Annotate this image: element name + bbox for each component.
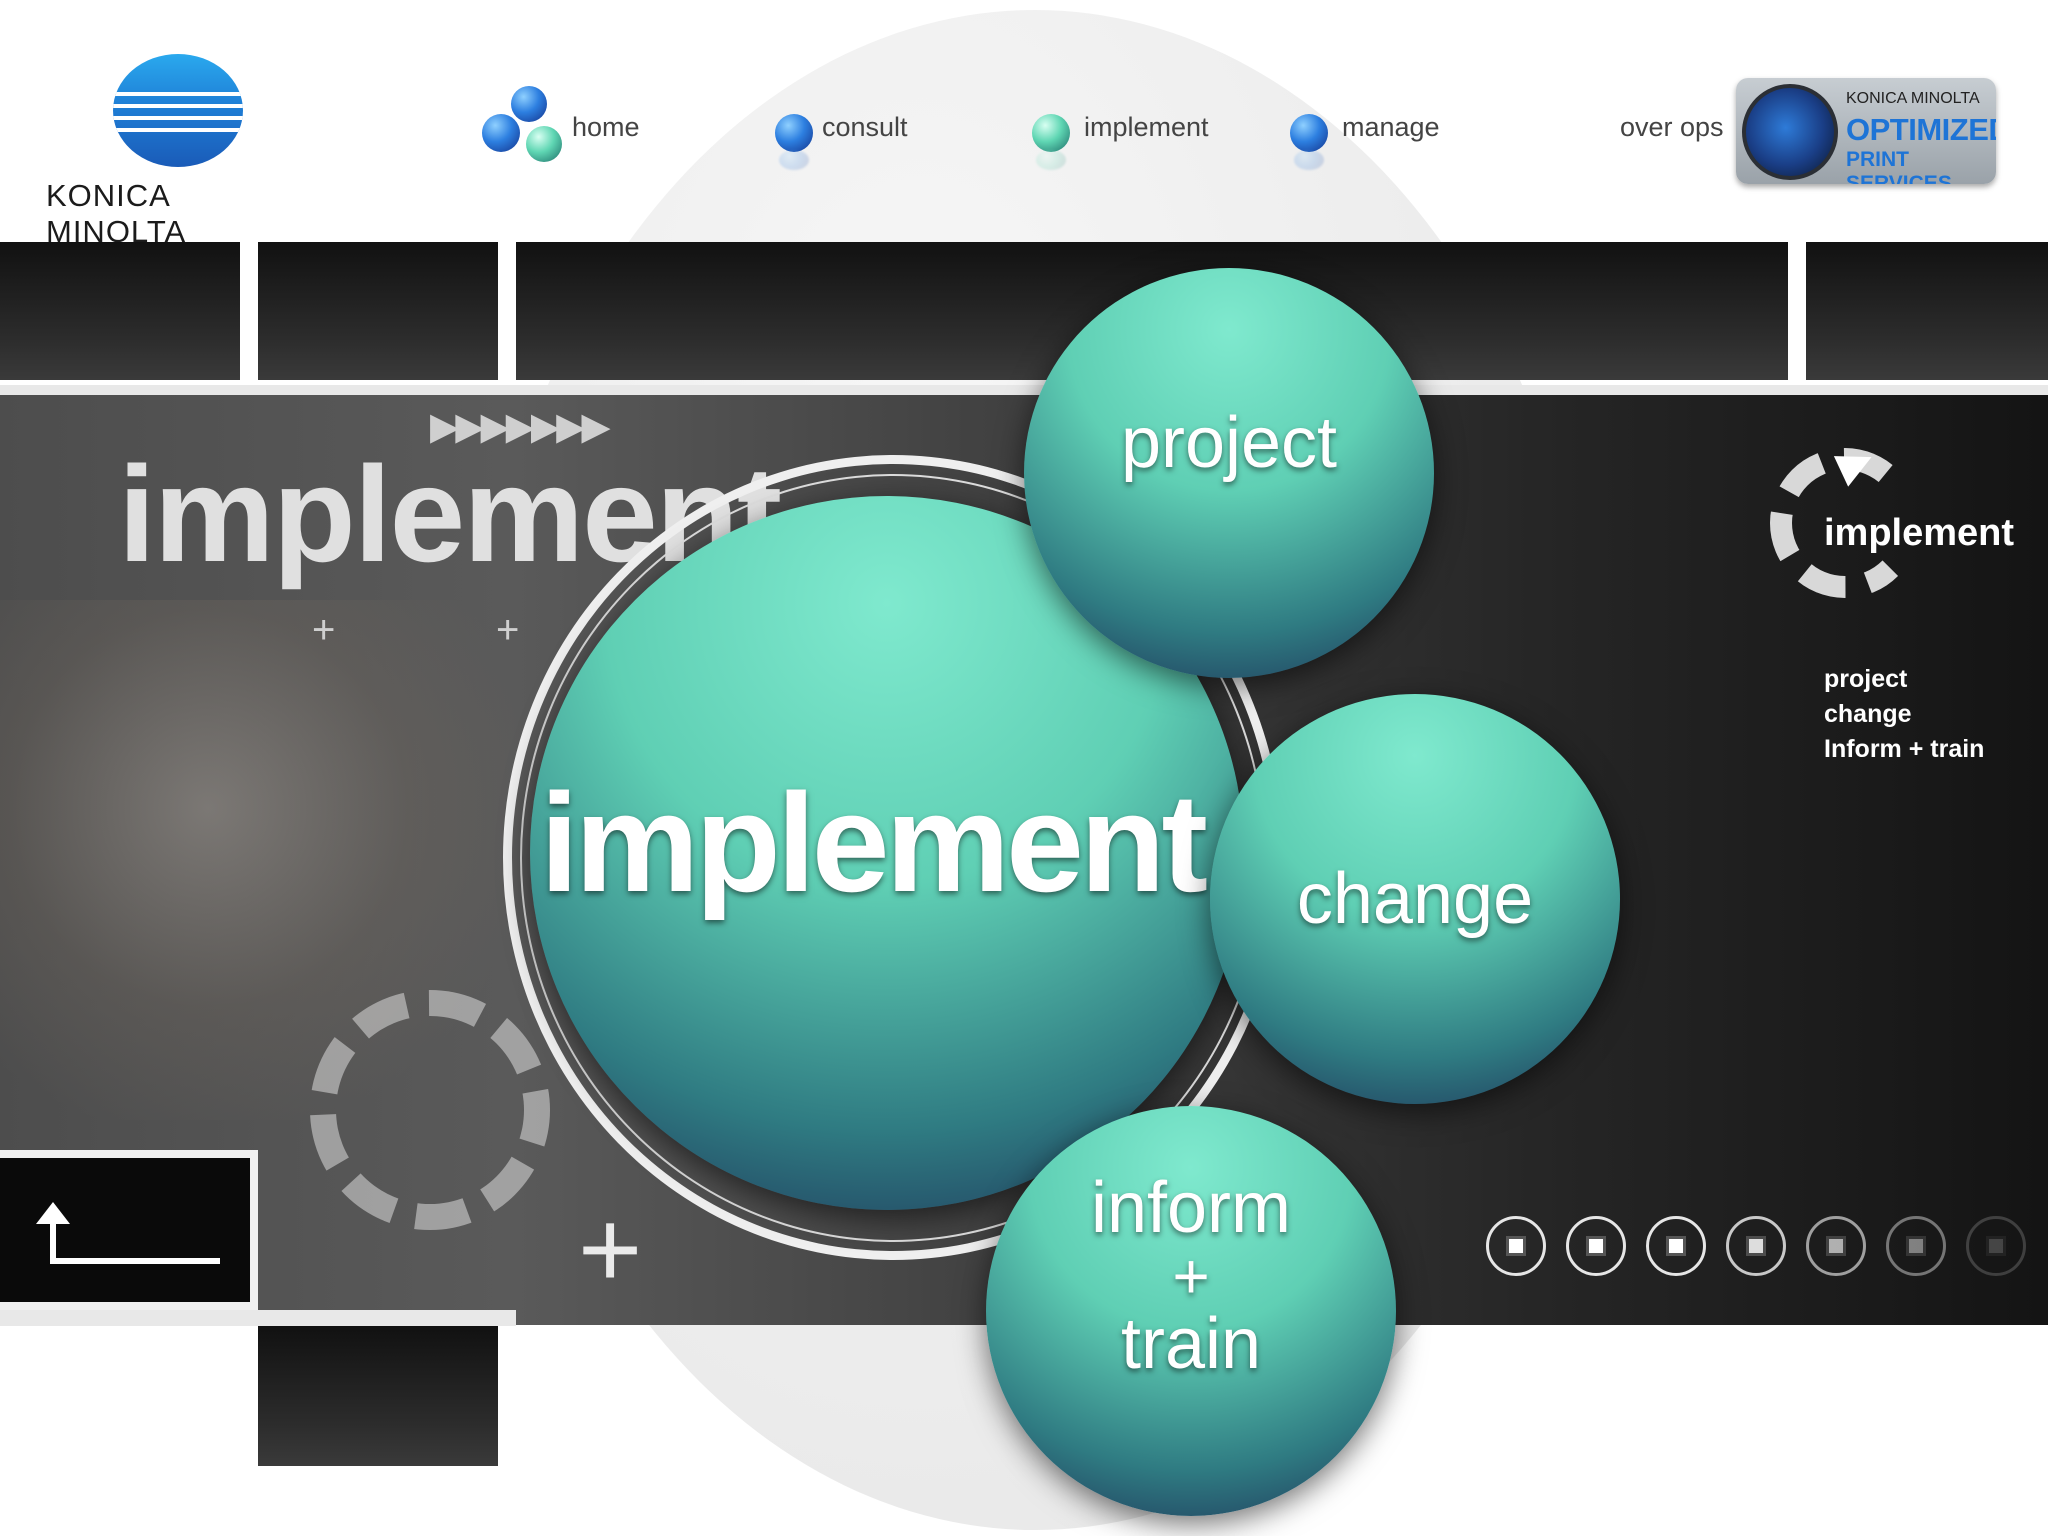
implement-sphere[interactable]: implement <box>530 496 1244 1210</box>
konica-minolta-logo-icon[interactable] <box>113 54 243 167</box>
page-icon[interactable] <box>1566 1216 1626 1276</box>
change-sphere-label: change <box>1296 859 1534 939</box>
top-panel-4 <box>1806 242 2048 380</box>
plus-decoration-icon: + <box>312 608 336 652</box>
optimized-print-services-badge[interactable]: KONICA MINOLTA OPTIMIZED PRINT SERVICES <box>1736 78 1996 184</box>
badge-brand-text: KONICA MINOLTA <box>1846 90 1980 107</box>
chevron-strip-icon: ▶▶▶▶▶▶▶ <box>430 406 611 448</box>
back-arrow-icon[interactable] <box>36 1202 220 1264</box>
nav-home[interactable]: home <box>572 112 640 142</box>
nav-consult[interactable]: consult <box>822 112 908 142</box>
plus-decoration-icon: + <box>578 1188 643 1311</box>
implement-icon-reflection <box>1036 150 1066 170</box>
change-sphere[interactable]: change <box>1210 694 1620 1104</box>
logo-wordmark: KONICA MINOLTA <box>46 178 187 249</box>
page-icon[interactable] <box>1646 1216 1706 1276</box>
plus-label: + <box>1172 1240 1210 1312</box>
side-menu-item-inform-train[interactable]: Inform + train <box>1824 735 1985 763</box>
page-icon[interactable] <box>1486 1216 1546 1276</box>
project-sphere[interactable]: project <box>1024 268 1434 678</box>
home-icon[interactable] <box>478 86 568 176</box>
manage-icon-reflection <box>1294 150 1324 170</box>
top-panel-1 <box>0 242 240 380</box>
project-sphere-label: project <box>1120 403 1338 483</box>
page-icon[interactable] <box>1886 1216 1946 1276</box>
page-icon[interactable] <box>1966 1216 2026 1276</box>
side-menu-title: implement <box>1824 512 2015 554</box>
side-menu-item-project[interactable]: project <box>1824 665 1908 693</box>
back-frame <box>0 1150 258 1310</box>
consult-icon[interactable] <box>775 114 813 152</box>
plus-decoration-icon: + <box>496 608 520 652</box>
divider-band <box>0 385 2048 395</box>
consult-icon-reflection <box>779 150 809 170</box>
top-panel-2 <box>258 242 498 380</box>
badge-print-services-text: PRINT SERVICES <box>1846 148 1952 184</box>
badge-optimized-text: OPTIMIZED <box>1846 112 1996 147</box>
train-label: train <box>1120 1304 1262 1384</box>
inform-label: inform <box>1090 1168 1292 1248</box>
nav-over-ops[interactable]: over ops <box>1620 112 1724 142</box>
side-menu: project change Inform + train <box>1824 662 1984 767</box>
badge-dial-icon <box>1742 84 1838 180</box>
nav-implement[interactable]: implement <box>1084 112 1209 142</box>
inform-train-sphere[interactable]: inform + train <box>986 1106 1396 1516</box>
bottom-panel <box>258 1326 498 1466</box>
side-menu-item-change[interactable]: change <box>1824 700 1912 728</box>
page-icon[interactable] <box>1806 1216 1866 1276</box>
bottom-band <box>0 1310 516 1326</box>
implement-sphere-label: implement <box>539 764 1208 921</box>
manage-icon[interactable] <box>1290 114 1328 152</box>
spinner-decoration-icon <box>310 990 550 1230</box>
implement-icon[interactable] <box>1032 114 1070 152</box>
nav-manage[interactable]: manage <box>1342 112 1440 142</box>
page-icon[interactable] <box>1726 1216 1786 1276</box>
